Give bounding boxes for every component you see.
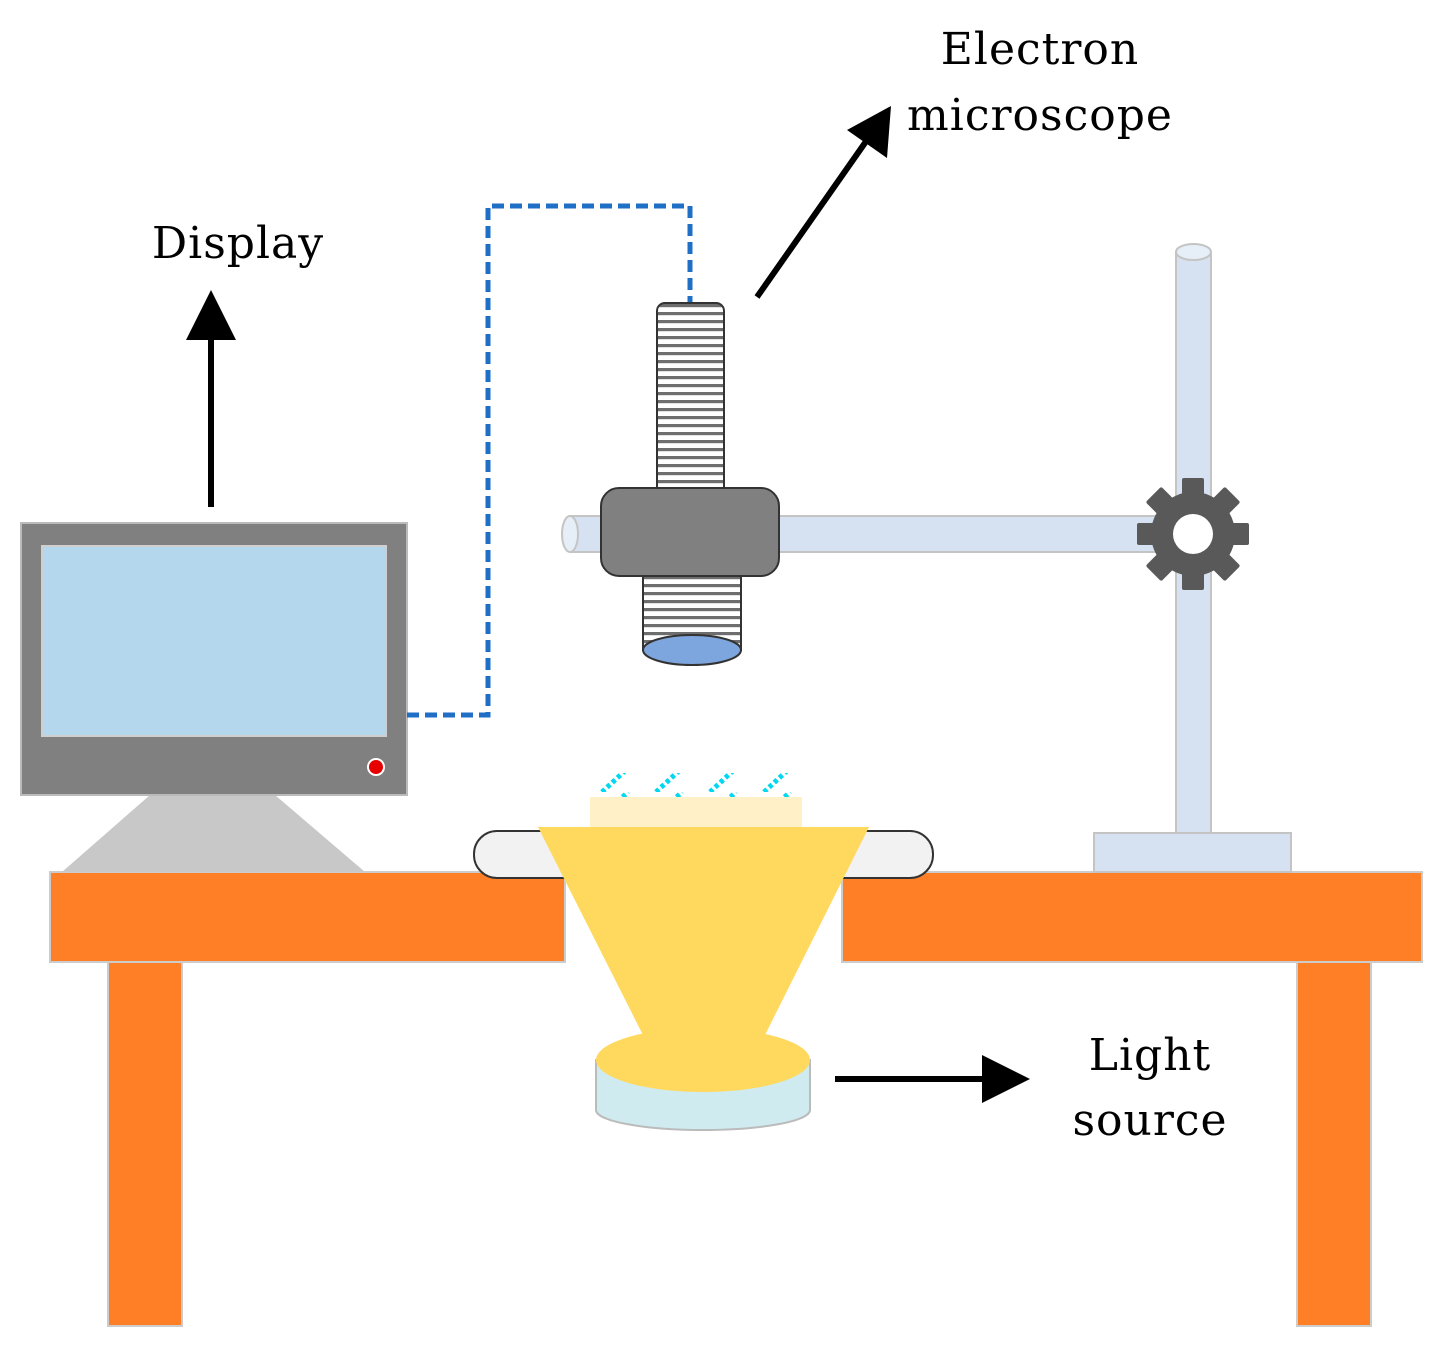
light-source-label-line1: Light — [1089, 1030, 1211, 1081]
stand-base — [1093, 832, 1292, 873]
microscope-upper-tube — [656, 302, 725, 500]
microscope-arrow-shaft — [754, 138, 870, 299]
sample-stripe-layer — [590, 773, 802, 797]
microscope-label-line1: Electron — [941, 24, 1139, 75]
microscope-lens — [642, 634, 742, 666]
table-top-left — [49, 871, 566, 963]
table — [49, 871, 1423, 1327]
light-source — [538, 827, 869, 1131]
table-leg-right — [1296, 961, 1372, 1327]
monitor-stand — [62, 795, 365, 872]
sample-block — [590, 797, 802, 829]
microscope-label-line2: microscope — [907, 90, 1173, 141]
gear-icon — [1137, 478, 1249, 590]
monitor — [20, 522, 408, 872]
stand-arm-cap — [561, 515, 579, 553]
data-cable — [407, 203, 693, 718]
electron-microscope — [600, 302, 780, 666]
stand-pole-cap — [1175, 243, 1212, 261]
light-source-label-line2: source — [1072, 1095, 1227, 1146]
display-arrow-head — [186, 290, 236, 340]
sample — [590, 773, 802, 829]
microscope-arrow-head — [847, 106, 891, 158]
arrows — [186, 106, 1030, 1103]
light-arrow-head — [982, 1055, 1030, 1103]
microscope-clamp — [600, 487, 780, 577]
light-beam — [538, 827, 869, 1045]
power-led-icon — [367, 758, 385, 776]
monitor-screen — [41, 545, 387, 737]
display-label: Display — [152, 218, 324, 269]
table-leg-left — [107, 961, 183, 1327]
table-top-right — [841, 871, 1423, 963]
